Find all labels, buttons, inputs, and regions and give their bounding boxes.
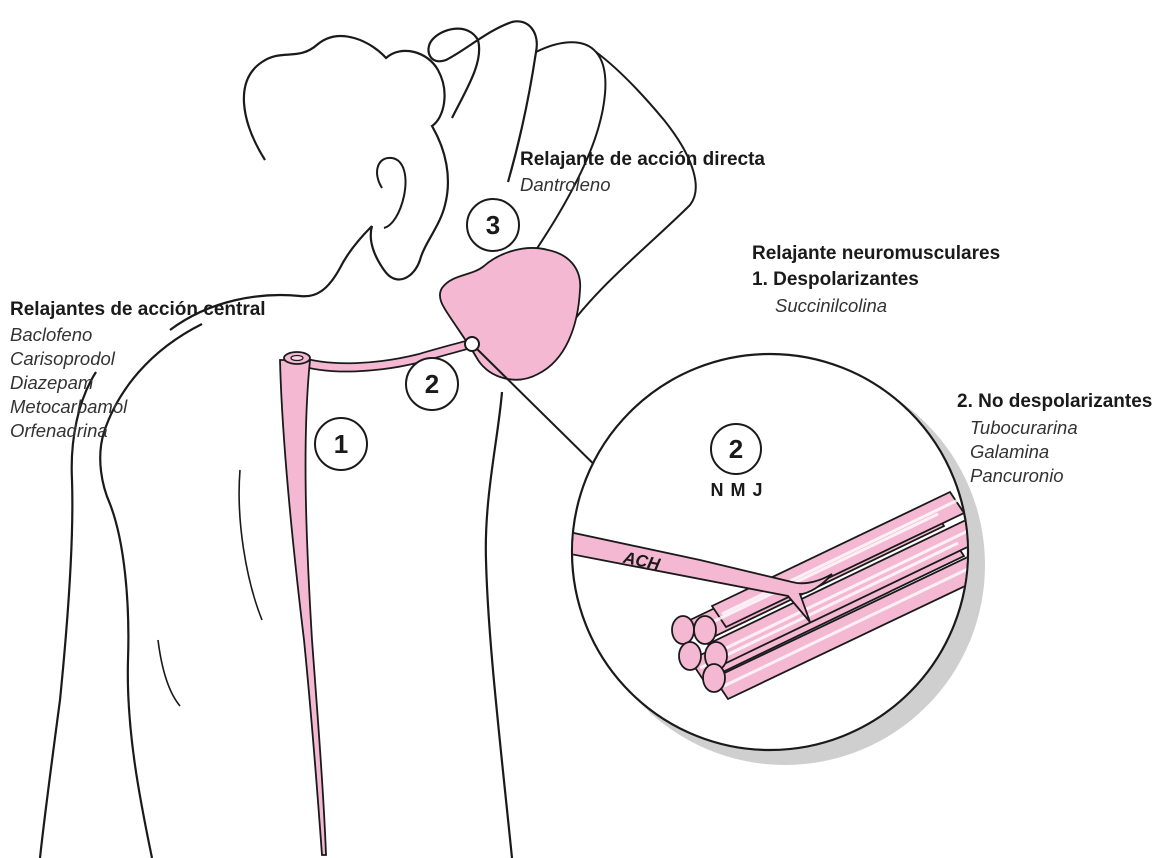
neuromuscular-title: Relajante neuromusculares	[752, 242, 1000, 266]
head-outline	[244, 36, 448, 279]
drug-item: Metocarbamol	[10, 395, 127, 419]
neuromuscular-junction-point	[465, 337, 479, 351]
lower-back-line	[158, 640, 180, 706]
drug-item: Carisoprodol	[10, 347, 127, 371]
direct-drugs: Dantroleno	[520, 173, 611, 197]
drug-item: Galamina	[970, 440, 1078, 464]
drug-item: Tubocurarina	[970, 416, 1078, 440]
drug-item: Dantroleno	[520, 173, 611, 197]
marker-2-zoom-number: 2	[724, 433, 748, 465]
right-back-contour	[486, 392, 512, 858]
central-title: Relajantes de acción central	[10, 298, 266, 322]
scapula-line	[239, 470, 262, 620]
direct-title: Relajante de acción directa	[520, 148, 765, 172]
nmj-label: N M J	[704, 478, 770, 502]
drug-item: Succinilcolina	[775, 294, 887, 318]
depolarizing-title: 1. Despolarizantes	[752, 268, 919, 292]
drug-item: Orfenadrina	[10, 419, 127, 443]
ear-outline	[377, 158, 405, 228]
drug-item: Baclofeno	[10, 323, 127, 347]
drug-item: Pancuronio	[970, 464, 1078, 488]
marker-1-number: 1	[329, 428, 353, 460]
marker-3-number: 3	[481, 209, 505, 241]
nondepolarizing-drugs: Tubocurarina Galamina Pancuronio	[970, 416, 1078, 488]
left-arm-contour	[40, 372, 96, 858]
depolarizing-drugs: Succinilcolina	[775, 294, 887, 318]
nondepolarizing-title: 2. No despolarizantes	[957, 390, 1152, 414]
marker-2-number: 2	[420, 368, 444, 400]
central-drugs: Baclofeno Carisoprodol Diazepam Metocarb…	[10, 323, 127, 443]
drug-item: Diazepam	[10, 371, 127, 395]
trapezius-muscle	[440, 248, 580, 380]
